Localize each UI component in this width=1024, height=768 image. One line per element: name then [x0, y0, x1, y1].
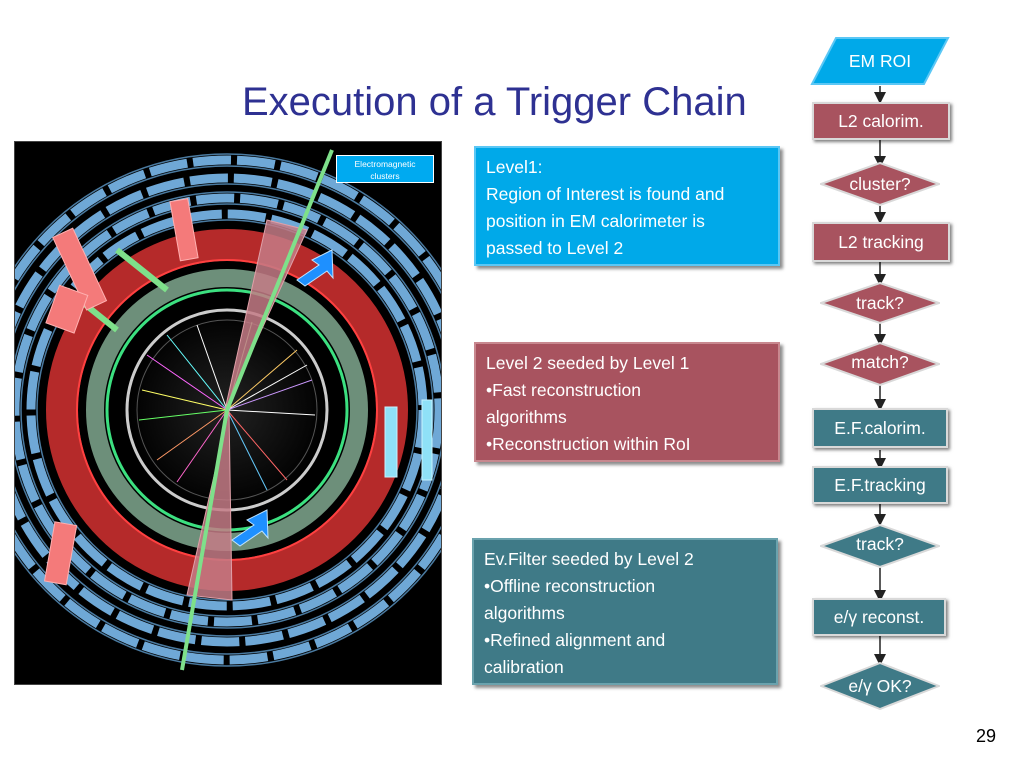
parallelogram-shape [810, 37, 950, 85]
match-decision-node: match? [820, 342, 940, 386]
level2-line: •Fast reconstruction [486, 380, 641, 400]
cluster-label-line1: Electromagnetic [354, 159, 416, 169]
l2-tracking-node: L2 tracking [812, 222, 950, 262]
cluster-decision-label: cluster? [849, 174, 911, 194]
diamond-shape [820, 162, 940, 206]
ef-calorim-node: E.F.calorim. [812, 408, 948, 448]
e-gamma-reconst-node: e/γ reconst. [812, 598, 946, 636]
atlas-event-display [14, 141, 442, 685]
track-decision-label-1: track? [856, 293, 904, 313]
ef-tracking-label: E.F.tracking [834, 475, 926, 495]
level1-line: Region of Interest is found and [486, 184, 725, 204]
level1-line: Level1: [486, 157, 543, 177]
level1-line: position in EM calorimeter is [486, 211, 705, 231]
event-display-graphic [15, 149, 441, 671]
track-decision-node-1: track? [820, 282, 940, 324]
trigger-flowchart: EM ROI L2 calorim. cluster? L2 tracking … [790, 30, 970, 720]
cluster-label-line2: clusters [370, 171, 400, 181]
ef-tracking-node: E.F.tracking [812, 466, 948, 504]
diamond-shape [820, 282, 940, 324]
em-clusters-label: Electromagnetic clusters [336, 155, 434, 183]
diamond-shape [820, 342, 940, 386]
ef-line: Ev.Filter seeded by Level 2 [484, 549, 694, 569]
diamond-shape [820, 662, 940, 710]
track-decision-node-2: track? [820, 524, 940, 568]
ef-line: calibration [484, 657, 564, 677]
ef-line: •Offline reconstruction [484, 576, 656, 596]
e-gamma-ok-decision-node: e/γ OK? [820, 662, 940, 710]
e-gamma-ok-label: e/γ OK? [848, 676, 912, 696]
diamond-shape [820, 524, 940, 568]
level2-line: Level 2 seeded by Level 1 [486, 353, 690, 373]
em-roi-label: EM ROI [848, 51, 912, 71]
l2-calorim-label: L2 calorim. [838, 111, 924, 131]
match-decision-label: match? [851, 352, 909, 372]
level1-line: passed to Level 2 [486, 238, 624, 258]
level2-line: algorithms [486, 407, 567, 427]
em-roi-node: EM ROI [810, 36, 950, 86]
cluster-decision-node: cluster? [820, 162, 940, 206]
slide-number: 29 [975, 726, 996, 746]
level2-box: Level 2 seeded by Level 1 •Fast reconstr… [474, 342, 780, 462]
e-gamma-reconst-label: e/γ reconst. [833, 607, 925, 627]
level2-line: •Reconstruction within RoI [486, 434, 691, 454]
level1-box: Level1: Region of Interest is found and … [474, 146, 780, 266]
l2-tracking-label: L2 tracking [838, 232, 924, 252]
ef-line: •Refined alignment and [484, 630, 666, 650]
track-decision-label-2: track? [856, 534, 904, 554]
l2-calorim-node: L2 calorim. [812, 102, 950, 140]
ef-line: algorithms [484, 603, 565, 623]
slide-title: Execution of a Trigger Chain [242, 80, 747, 124]
ef-calorim-label: E.F.calorim. [834, 418, 926, 438]
event-filter-box: Ev.Filter seeded by Level 2 •Offline rec… [472, 538, 778, 685]
